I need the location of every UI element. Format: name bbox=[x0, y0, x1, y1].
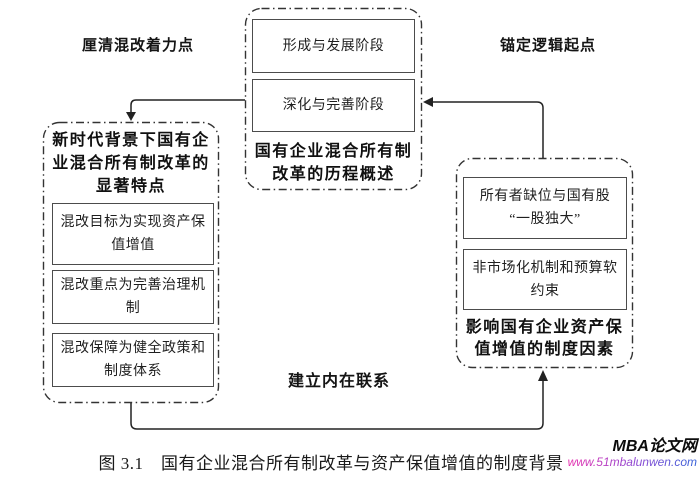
factors-group-outline bbox=[455, 157, 634, 369]
factors-box-owner-absence: 所有者缺位与国有股 “一股独大” bbox=[463, 177, 627, 239]
watermark-site-name: MBA论文网 bbox=[612, 438, 697, 455]
factors-box-nonmarket-mechanism: 非市场化机制和预算软 约束 bbox=[463, 249, 627, 310]
history-stage-box-deepening: 深化与完善阶段 bbox=[252, 79, 415, 132]
features-group-outline bbox=[42, 121, 220, 404]
factors-group-title: 影响国有企业资产保 值增值的制度因素 bbox=[465, 319, 624, 358]
history-group-outline bbox=[244, 7, 423, 191]
watermark-site-url: www.51mbalunwen.com bbox=[567, 455, 697, 469]
arrow-history-to-features bbox=[130, 99, 245, 113]
label-build-inner-link: 建立内在联系 bbox=[288, 373, 391, 390]
label-clarify-reform-focus: 厘清混改着力点 bbox=[82, 37, 195, 54]
label-anchor-logic-start: 锚定逻辑起点 bbox=[500, 37, 597, 54]
features-group-title: 新时代背景下国有企 业混合所有制改革的 显著特点 bbox=[52, 132, 210, 195]
history-group-title: 国有企业混合所有制 改革的历程概述 bbox=[254, 143, 413, 183]
figure-caption: 图 3.1 国有企业混合所有制改革与资产保值增值的制度背景 bbox=[98, 454, 564, 473]
arrowhead-up-icon bbox=[538, 370, 548, 381]
arrowhead-down-icon bbox=[126, 112, 136, 121]
watermark: MBA论文网 www.51mbalunwen.com bbox=[567, 438, 697, 469]
arrow-features-to-factors bbox=[130, 380, 544, 430]
arrow-factors-to-history bbox=[433, 101, 544, 158]
features-box-safeguard: 混改保障为健全政策和 制度体系 bbox=[52, 333, 214, 387]
arrowhead-left-icon bbox=[423, 97, 433, 107]
history-stage-box-formation: 形成与发展阶段 bbox=[252, 19, 415, 73]
features-box-goal: 混改目标为实现资产保 值增值 bbox=[52, 203, 214, 265]
features-box-priority: 混改重点为完善治理机 制 bbox=[52, 270, 214, 324]
